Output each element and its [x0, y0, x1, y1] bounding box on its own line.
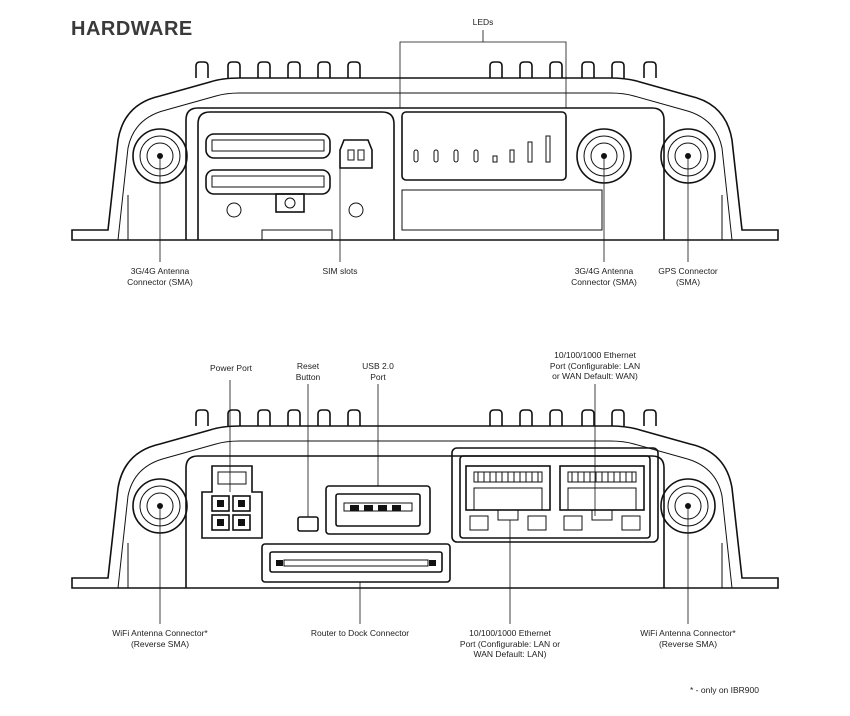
- bottom-housing-outline: [71, 425, 779, 589]
- page-title: HARDWARE: [71, 18, 193, 40]
- leds-label: LEDs: [472, 17, 494, 27]
- gps-connector-label: GPS Connector (SMA): [658, 266, 718, 287]
- sim-slot-1: [205, 133, 331, 159]
- antenna-right-label: 3G/4G Antenna Connector (SMA): [571, 266, 637, 287]
- usb-port: [325, 485, 431, 535]
- bottom-cooling-fins: [195, 409, 657, 426]
- wifi-right-label: WiFi Antenna Connector* (Reverse SMA): [640, 628, 736, 649]
- power-port-label: Power Port: [209, 363, 253, 373]
- top-cooling-fins: [195, 61, 657, 78]
- reset-button-label: Reset Button: [295, 361, 321, 382]
- bottom-router-view: [71, 380, 779, 624]
- ethernet-ports: [451, 447, 659, 543]
- dock-connector-label: Router to Dock Connector: [310, 628, 410, 638]
- usb-port-label: USB 2.0 Port: [362, 361, 394, 382]
- sim-eject-button: [275, 193, 305, 213]
- led-panel: [401, 111, 603, 231]
- ethernet-top-label: 10/100/1000 Ethernet Port (Configurable:…: [549, 350, 641, 381]
- antenna-left-label: 3G/4G Antenna Connector (SMA): [127, 266, 193, 287]
- ethernet-bottom-label: 10/100/1000 Ethernet Port (Configurable:…: [459, 628, 561, 659]
- small-port: [339, 139, 373, 169]
- power-port: [201, 465, 263, 539]
- reset-button: [297, 516, 319, 532]
- top-housing-outline: [71, 77, 779, 241]
- dock-connector: [261, 543, 451, 583]
- sim-slot-bay: [197, 111, 395, 241]
- footnote: * - only on IBR900: [690, 685, 759, 695]
- top-router-view: [71, 30, 779, 262]
- sim-slot-2: [205, 169, 331, 195]
- sim-slots-label: SIM slots: [322, 266, 358, 276]
- wifi-left-label: WiFi Antenna Connector* (Reverse SMA): [112, 628, 208, 649]
